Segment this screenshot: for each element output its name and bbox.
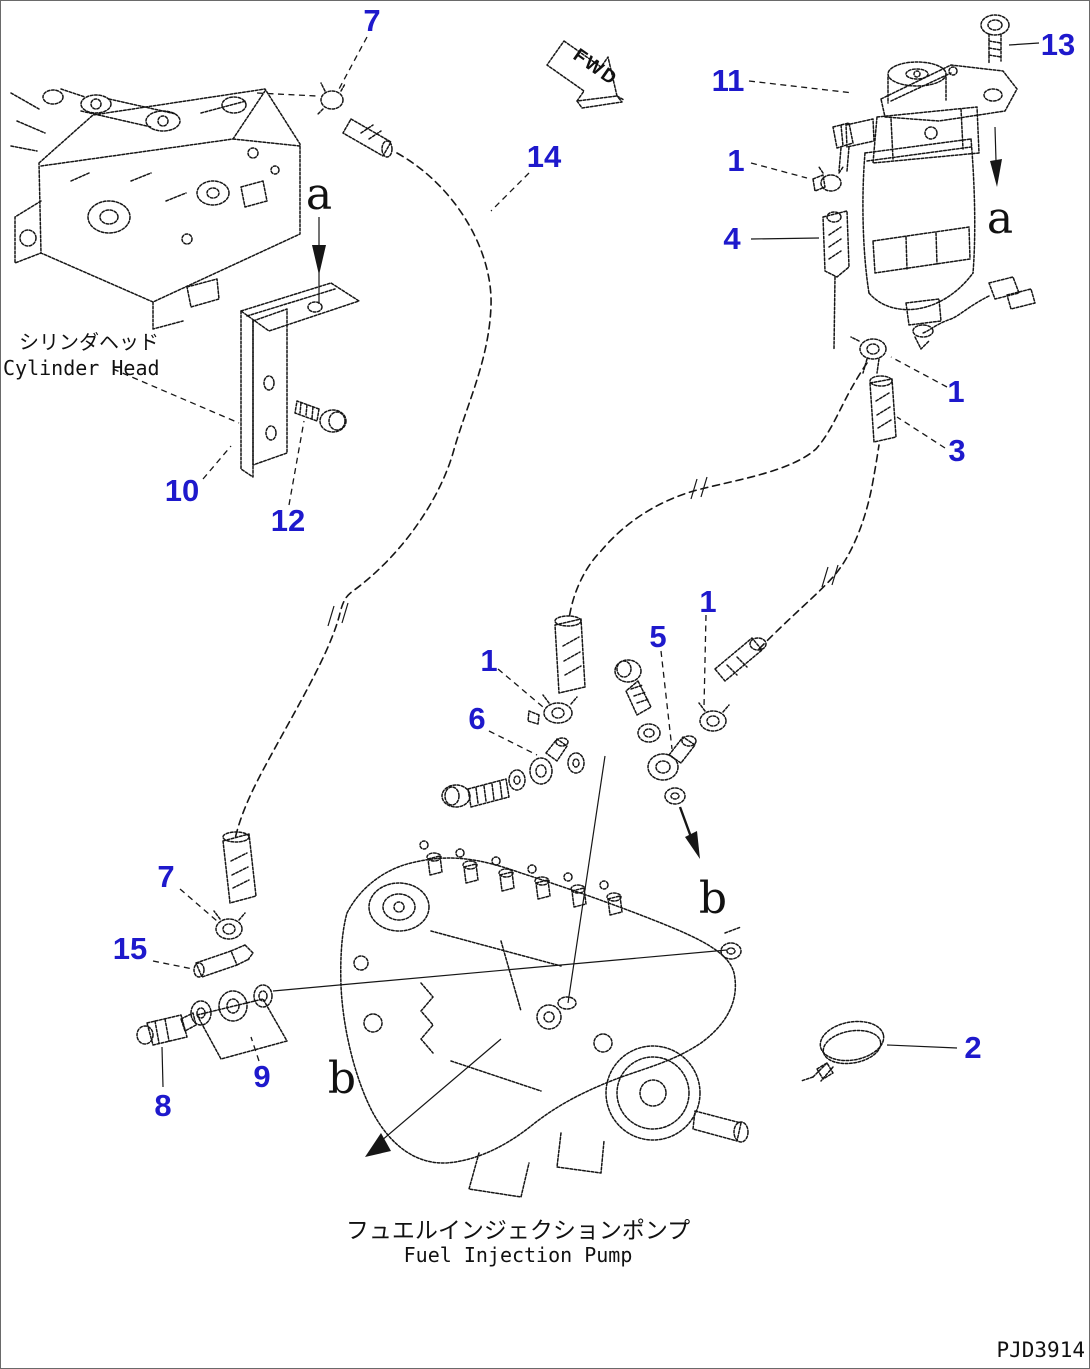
clip-top-drawing <box>316 82 346 116</box>
hose-clamp-drawing <box>800 1020 885 1082</box>
view-a-right-arrow-icon <box>990 126 1002 187</box>
fwd-arrow-marker: FWD <box>546 40 625 109</box>
callout-15: 15 <box>113 931 147 966</box>
leader-10 <box>202 445 232 480</box>
callout-8: 8 <box>154 1088 171 1123</box>
spacer-plate-9-drawing <box>190 984 288 1060</box>
view-a-left-arrow-icon <box>312 217 326 304</box>
return-hose-drawing <box>714 444 880 682</box>
leader-to-pump-line <box>272 949 728 992</box>
callout-1-return: 1 <box>699 584 716 619</box>
hose-clip-filter-outlet-drawing <box>850 336 887 374</box>
callout-leader-lines <box>152 36 1040 1088</box>
callout-12: 12 <box>271 503 305 538</box>
delivery-valve-fittings <box>419 840 623 916</box>
view-label-b-right: b <box>699 873 727 924</box>
clamp-plate-drawing <box>822 210 850 350</box>
callout-3: 3 <box>948 433 965 468</box>
fuel-filter-assembly-drawing <box>832 61 1036 350</box>
callout-2: 2 <box>964 1030 981 1065</box>
connector-tube-drawing <box>869 375 897 443</box>
pump-label-en: Fuel Injection Pump <box>404 1243 633 1267</box>
callout-10: 10 <box>165 473 199 508</box>
fuel-hose-14-drawing <box>222 118 492 904</box>
hose-clip-mid-drawing <box>527 694 578 725</box>
filter-mounting-bolt-drawing <box>980 14 1010 64</box>
drawing-code: PJD3914 <box>996 1338 1085 1362</box>
callout-5: 5 <box>649 619 666 654</box>
hose-clip-filter-inlet-drawing <box>812 166 844 192</box>
callout-14: 14 <box>527 139 562 174</box>
callout-1-mid: 1 <box>480 643 497 678</box>
clip-lower-drawing <box>213 910 246 940</box>
callout-11: 11 <box>712 63 745 98</box>
joint-valve-8-drawing <box>136 1012 197 1046</box>
callout-6: 6 <box>468 701 485 736</box>
callout-1-inlet: 1 <box>727 143 744 178</box>
view-b-left-arrow-icon <box>365 1038 502 1157</box>
view-label-b-left: b <box>328 1053 356 1104</box>
banjo-bolt-6-drawing <box>441 737 585 808</box>
leader-to-pump-line-2 <box>567 755 606 1004</box>
callout-7-lower: 7 <box>157 859 174 894</box>
view-b-right-arrow-icon <box>678 806 700 859</box>
view-label-a-left: a <box>306 169 332 220</box>
callout-1-outlet: 1 <box>947 374 964 409</box>
callout-9: 9 <box>253 1059 270 1094</box>
leader-12 <box>288 420 305 506</box>
callout-13: 13 <box>1041 27 1075 62</box>
pin-15-drawing <box>193 944 254 978</box>
callout-4: 4 <box>723 221 741 256</box>
cylinder-head-label-en: Cylinder Head <box>3 356 160 380</box>
pump-label-jp: フュエルインジェクションポンプ <box>346 1218 690 1244</box>
filter-outlet-hose-drawing <box>554 362 868 694</box>
callout-7-top: 7 <box>363 3 380 38</box>
bracket-bolt-drawing <box>294 400 347 433</box>
cylinder-head-drawing <box>10 88 318 424</box>
view-label-a-right: a <box>987 193 1013 244</box>
hose-clip-return-drawing <box>698 702 730 732</box>
injection-pump-drawing <box>340 840 749 1198</box>
fwd-label: FWD <box>569 45 621 90</box>
banjo-fitting-5-drawing <box>614 659 697 805</box>
cylinder-head-label-jp: シリンダヘッド <box>19 330 159 354</box>
mounting-bracket-drawing <box>240 282 360 478</box>
